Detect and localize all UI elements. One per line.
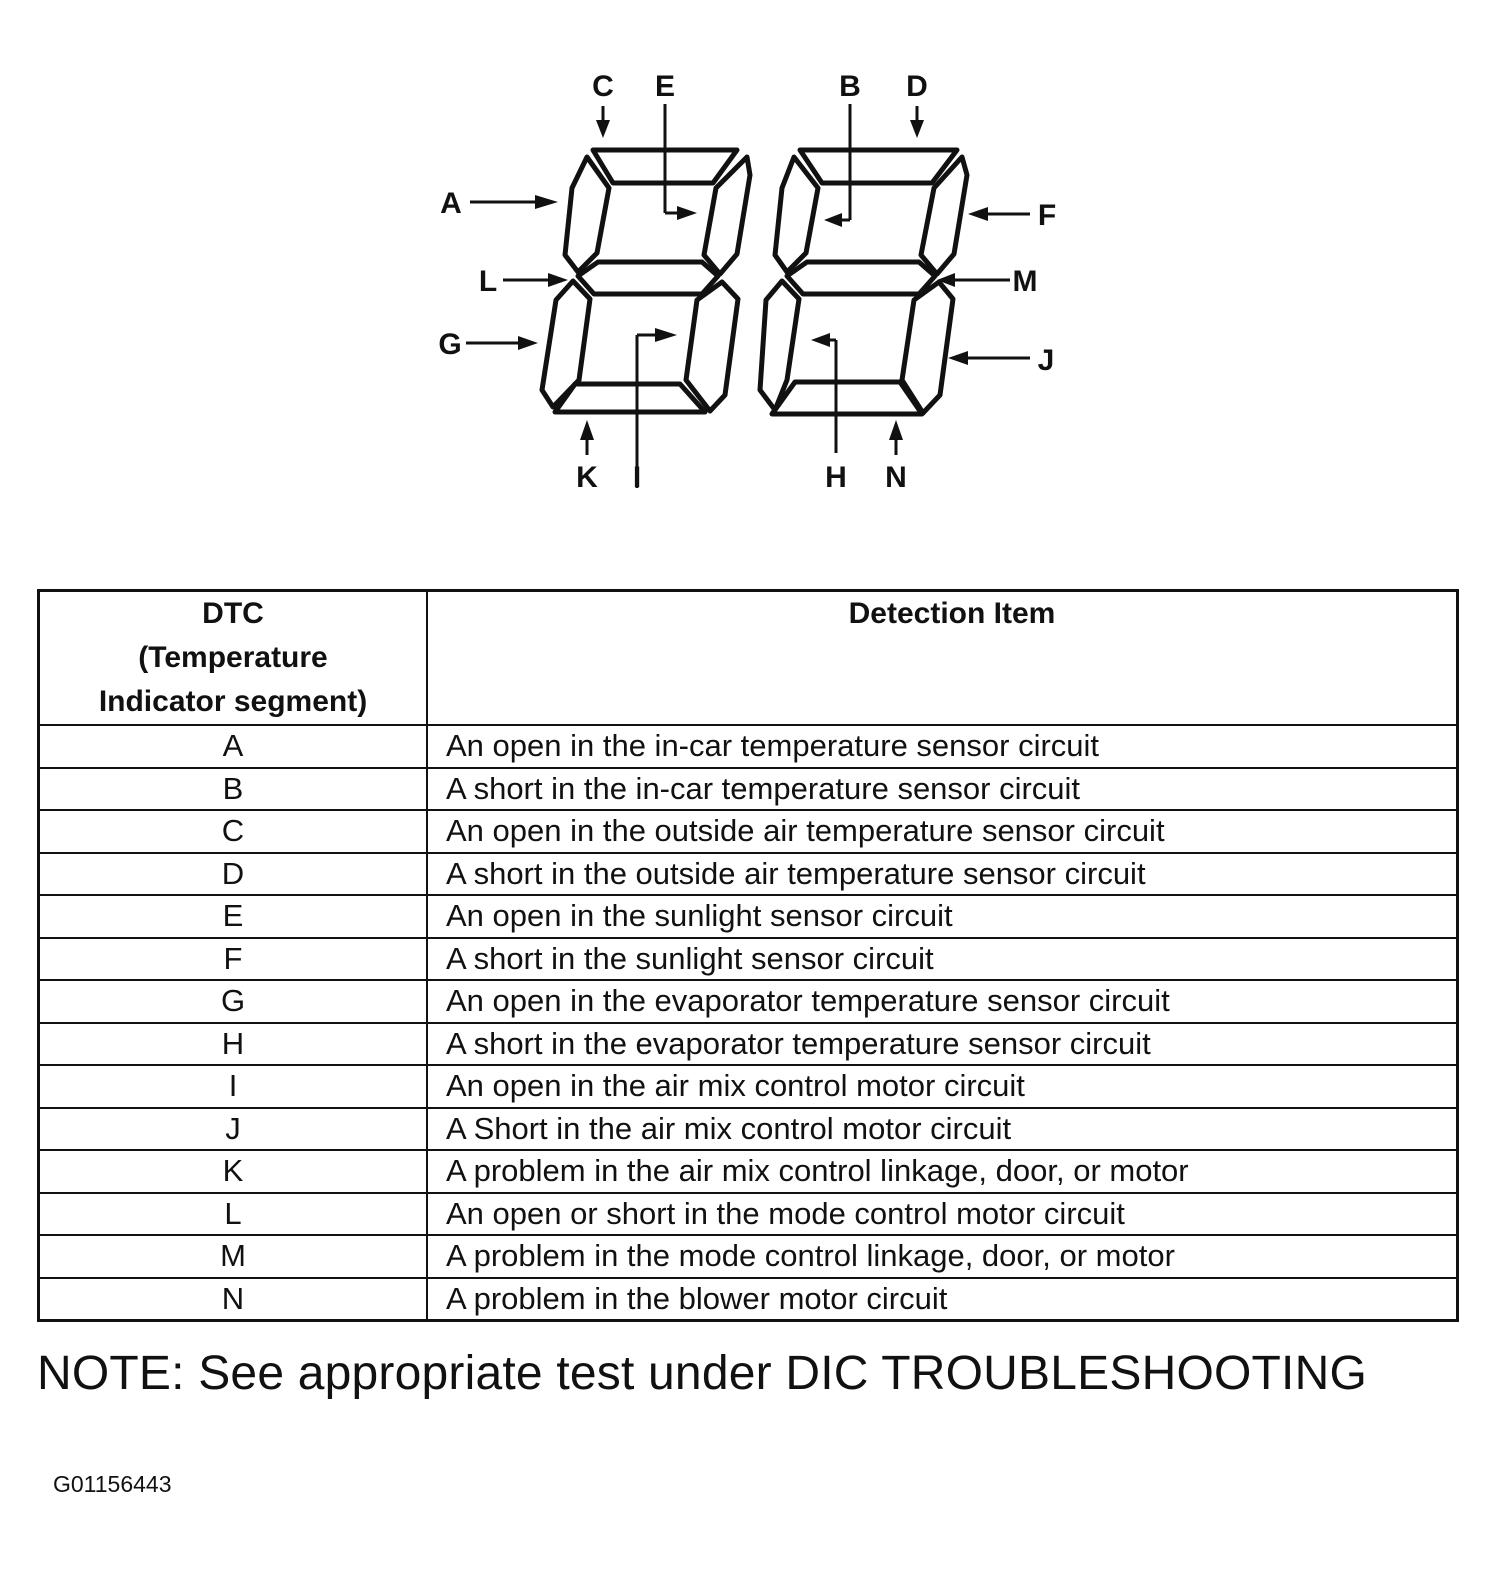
detection-item: An open or short in the mode control mot… bbox=[426, 1191, 1459, 1236]
segment-upper-right-right-digit bbox=[918, 154, 970, 277]
troubleshooting-note: NOTE: See appropriate test under DIC TRO… bbox=[37, 1347, 1367, 1400]
segment-middle-right-digit bbox=[784, 259, 938, 297]
detection-item: An open in the evaporator temperature se… bbox=[426, 979, 1459, 1024]
segment-top-right-digit bbox=[797, 147, 960, 186]
callout-label-h: H bbox=[825, 461, 847, 494]
callout-label-l: L bbox=[479, 265, 497, 298]
detection-item: A Short in the air mix control motor cir… bbox=[426, 1106, 1459, 1151]
callout-label-e: E bbox=[655, 70, 675, 103]
segment-upper-left-right-digit bbox=[772, 154, 821, 275]
dtc-code: B bbox=[37, 766, 428, 811]
dtc-code: M bbox=[37, 1234, 428, 1279]
header-line-indicator-segment: Indicator segment) bbox=[98, 685, 368, 718]
dtc-code: L bbox=[37, 1191, 428, 1236]
dtc-code: C bbox=[37, 809, 428, 854]
callout-label-n: N bbox=[885, 461, 907, 494]
figure-id: G01156443 bbox=[53, 1471, 172, 1497]
dtc-code: F bbox=[37, 936, 428, 981]
callout-label-g: G bbox=[438, 328, 461, 361]
segment-middle-left-digit bbox=[575, 259, 721, 297]
column-header-dtc: DTC (Temperature Indicator segment) bbox=[37, 589, 428, 726]
detection-item: An open in the in-car temperature sensor… bbox=[426, 724, 1459, 769]
dtc-code: J bbox=[37, 1106, 428, 1151]
dtc-code: I bbox=[37, 1064, 428, 1109]
callout-label-b: B bbox=[839, 70, 861, 103]
dtc-code: H bbox=[37, 1021, 428, 1066]
callout-label-k: K bbox=[576, 461, 598, 494]
dtc-code: A bbox=[37, 724, 428, 769]
dtc-code: K bbox=[37, 1149, 428, 1194]
callout-label-j: J bbox=[1038, 344, 1055, 377]
detection-item: A short in the sunlight sensor circuit bbox=[426, 936, 1459, 981]
segment-lower-left-left-digit bbox=[539, 278, 593, 410]
segment-bottom-right-digit bbox=[769, 379, 925, 417]
segment-indicator-diagram: C E B D A F L M G J K I H N bbox=[438, 70, 1056, 494]
callout-label-a: A bbox=[440, 187, 462, 220]
detection-item: A short in the outside air temperature s… bbox=[426, 851, 1459, 896]
detection-item: A problem in the mode control linkage, d… bbox=[426, 1234, 1459, 1279]
detection-item: An open in the sunlight sensor circuit bbox=[426, 894, 1459, 939]
header-line-temperature: (Temperature bbox=[138, 641, 328, 674]
right-digit bbox=[757, 147, 970, 417]
dtc-code: D bbox=[37, 851, 428, 896]
dtc-table: DTC (Temperature Indicator segment) Dete… bbox=[37, 589, 1459, 1322]
detection-item: An open in the air mix control motor cir… bbox=[426, 1064, 1459, 1109]
segment-lower-right-left-digit bbox=[683, 279, 741, 414]
table-header-row: DTC (Temperature Indicator segment) Dete… bbox=[37, 589, 1459, 726]
dtc-code: N bbox=[37, 1276, 428, 1322]
callout-label-d: D bbox=[906, 70, 928, 103]
detection-item: A problem in the blower motor circuit bbox=[426, 1276, 1459, 1322]
callout-labels: C E B D A F L M G J K I H N bbox=[438, 70, 1056, 494]
detection-item: A short in the evaporator temperature se… bbox=[426, 1021, 1459, 1066]
detection-item: An open in the outside air temperature s… bbox=[426, 809, 1459, 854]
detection-item: A short in the in-car temperature sensor… bbox=[426, 766, 1459, 811]
left-digit bbox=[539, 147, 753, 415]
detection-item: A problem in the air mix control linkage… bbox=[426, 1149, 1459, 1194]
callout-label-i: I bbox=[633, 461, 641, 494]
dtc-code: G bbox=[37, 979, 428, 1024]
segment-bottom-left-digit bbox=[552, 381, 708, 415]
header-line-dtc: DTC bbox=[202, 597, 264, 630]
segment-upper-left-left-digit bbox=[562, 154, 612, 275]
callout-label-m: M bbox=[1013, 265, 1038, 298]
dtc-code: E bbox=[37, 894, 428, 939]
callout-leaders bbox=[466, 104, 1030, 488]
callout-label-c: C bbox=[592, 70, 614, 103]
segment-upper-right-left-digit bbox=[701, 154, 753, 277]
column-header-detection-item: Detection Item bbox=[426, 589, 1459, 726]
callout-label-f: F bbox=[1038, 199, 1056, 232]
